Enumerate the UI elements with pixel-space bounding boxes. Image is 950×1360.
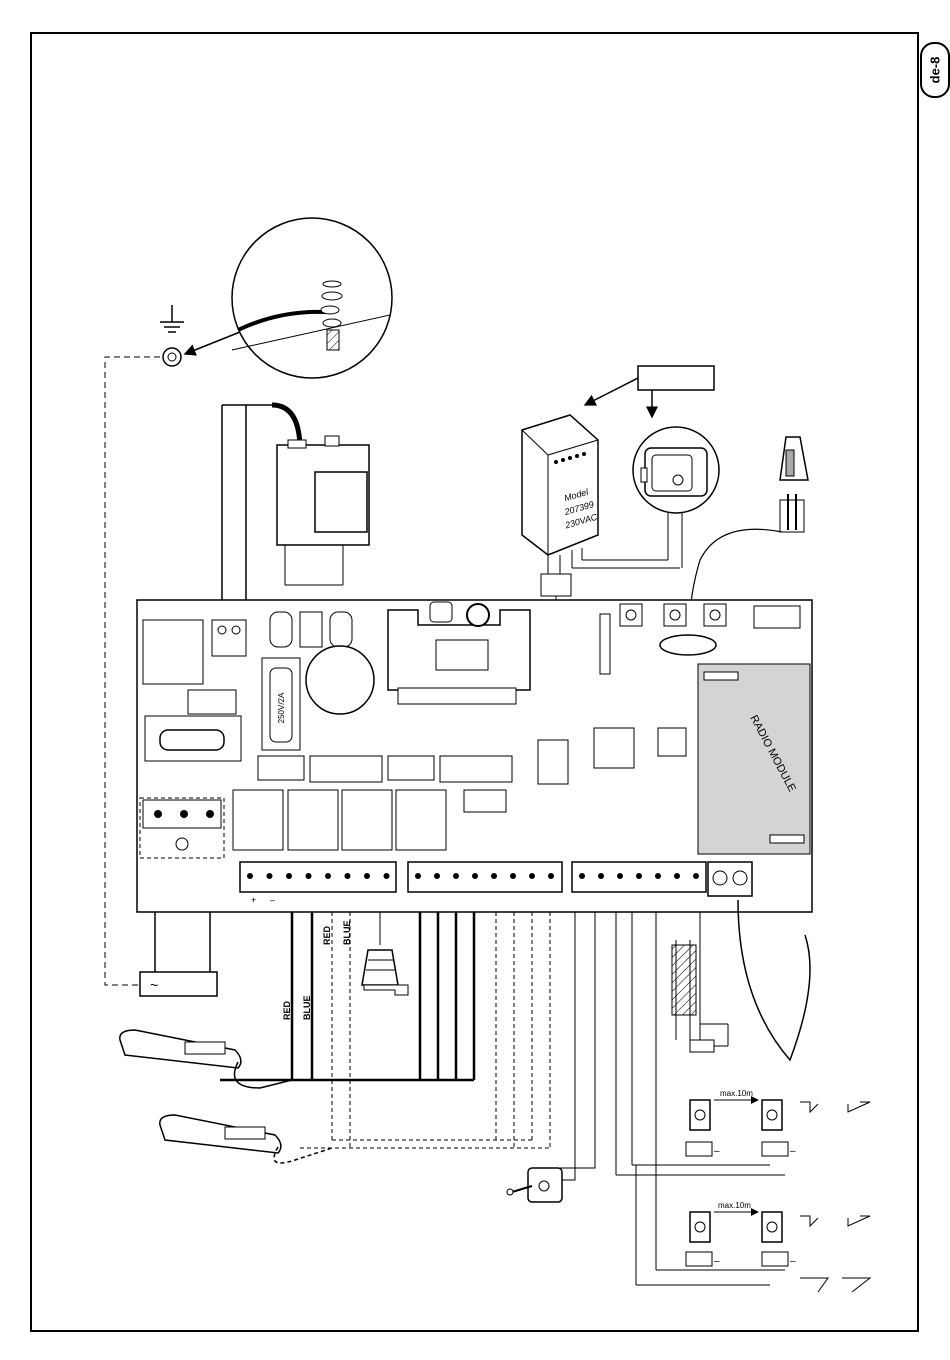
transformer-icon	[222, 405, 369, 600]
pair1-minus-b: –	[790, 1146, 796, 1157]
flashing-lamp-icon	[362, 912, 408, 995]
terminal-screw	[655, 873, 661, 879]
resistor-hatch	[672, 945, 696, 1015]
wire-blue-label-1: BLUE	[302, 996, 312, 1021]
terminal-screw	[548, 873, 554, 879]
resistor	[690, 1040, 714, 1052]
callout-box	[638, 366, 714, 390]
terminal-screw	[529, 873, 535, 879]
terminal-screw	[510, 873, 516, 879]
wire-red-label-2: RED	[322, 925, 332, 945]
ac-symbol: ~	[150, 977, 158, 993]
wire-red-label-1: RED	[282, 1000, 292, 1020]
ground-detail	[185, 218, 392, 378]
antenna-icon	[738, 900, 810, 1060]
terminal-screw	[636, 873, 642, 879]
key-switch-detail-icon	[633, 427, 719, 568]
terminal-screw	[693, 873, 699, 879]
terminal-screw	[434, 873, 440, 879]
key-switch-icon	[507, 912, 595, 1202]
fuse-label: 250V/2A	[277, 692, 286, 723]
terminal-screw	[453, 873, 459, 879]
terminal-screw	[384, 873, 390, 879]
photocell-pair-1: max.10m – –	[686, 1089, 870, 1157]
terminal-screw	[491, 873, 497, 879]
pair2-minus-b: –	[790, 1256, 796, 1267]
motor-actuator-icon	[160, 1115, 332, 1163]
terminal-screw	[286, 873, 292, 879]
terminal-screw	[617, 873, 623, 879]
motor-wires	[220, 912, 550, 1148]
control-board: RADIO MODULE 250V/2A	[137, 600, 812, 912]
terminal-screw	[306, 873, 312, 879]
terminal-screw	[674, 873, 680, 879]
terminal-plus-label: +	[251, 895, 256, 905]
terminal-screw	[364, 873, 370, 879]
wire-blue-label-2: BLUE	[342, 921, 352, 946]
ground-symbol-icon	[160, 305, 184, 366]
terminal-screw	[579, 873, 585, 879]
distance-label-2: max.10m	[718, 1201, 751, 1210]
photocell-pair-2: max.10m – –	[686, 1201, 870, 1292]
terminal-screw	[415, 873, 421, 879]
pair1-minus-a: –	[714, 1146, 720, 1157]
distance-label-1: max.10m	[720, 1089, 753, 1098]
terminal-screw	[345, 873, 351, 879]
ac-supply: ~	[140, 912, 217, 996]
terminal-screw	[267, 873, 273, 879]
terminal-minus-label: –	[270, 895, 275, 905]
terminal-screw	[247, 873, 253, 879]
terminal-screw	[325, 873, 331, 879]
terminal-screw	[472, 873, 478, 879]
terminal-screw	[598, 873, 604, 879]
pair2-minus-a: –	[714, 1256, 720, 1267]
radio-module-area	[698, 664, 810, 854]
